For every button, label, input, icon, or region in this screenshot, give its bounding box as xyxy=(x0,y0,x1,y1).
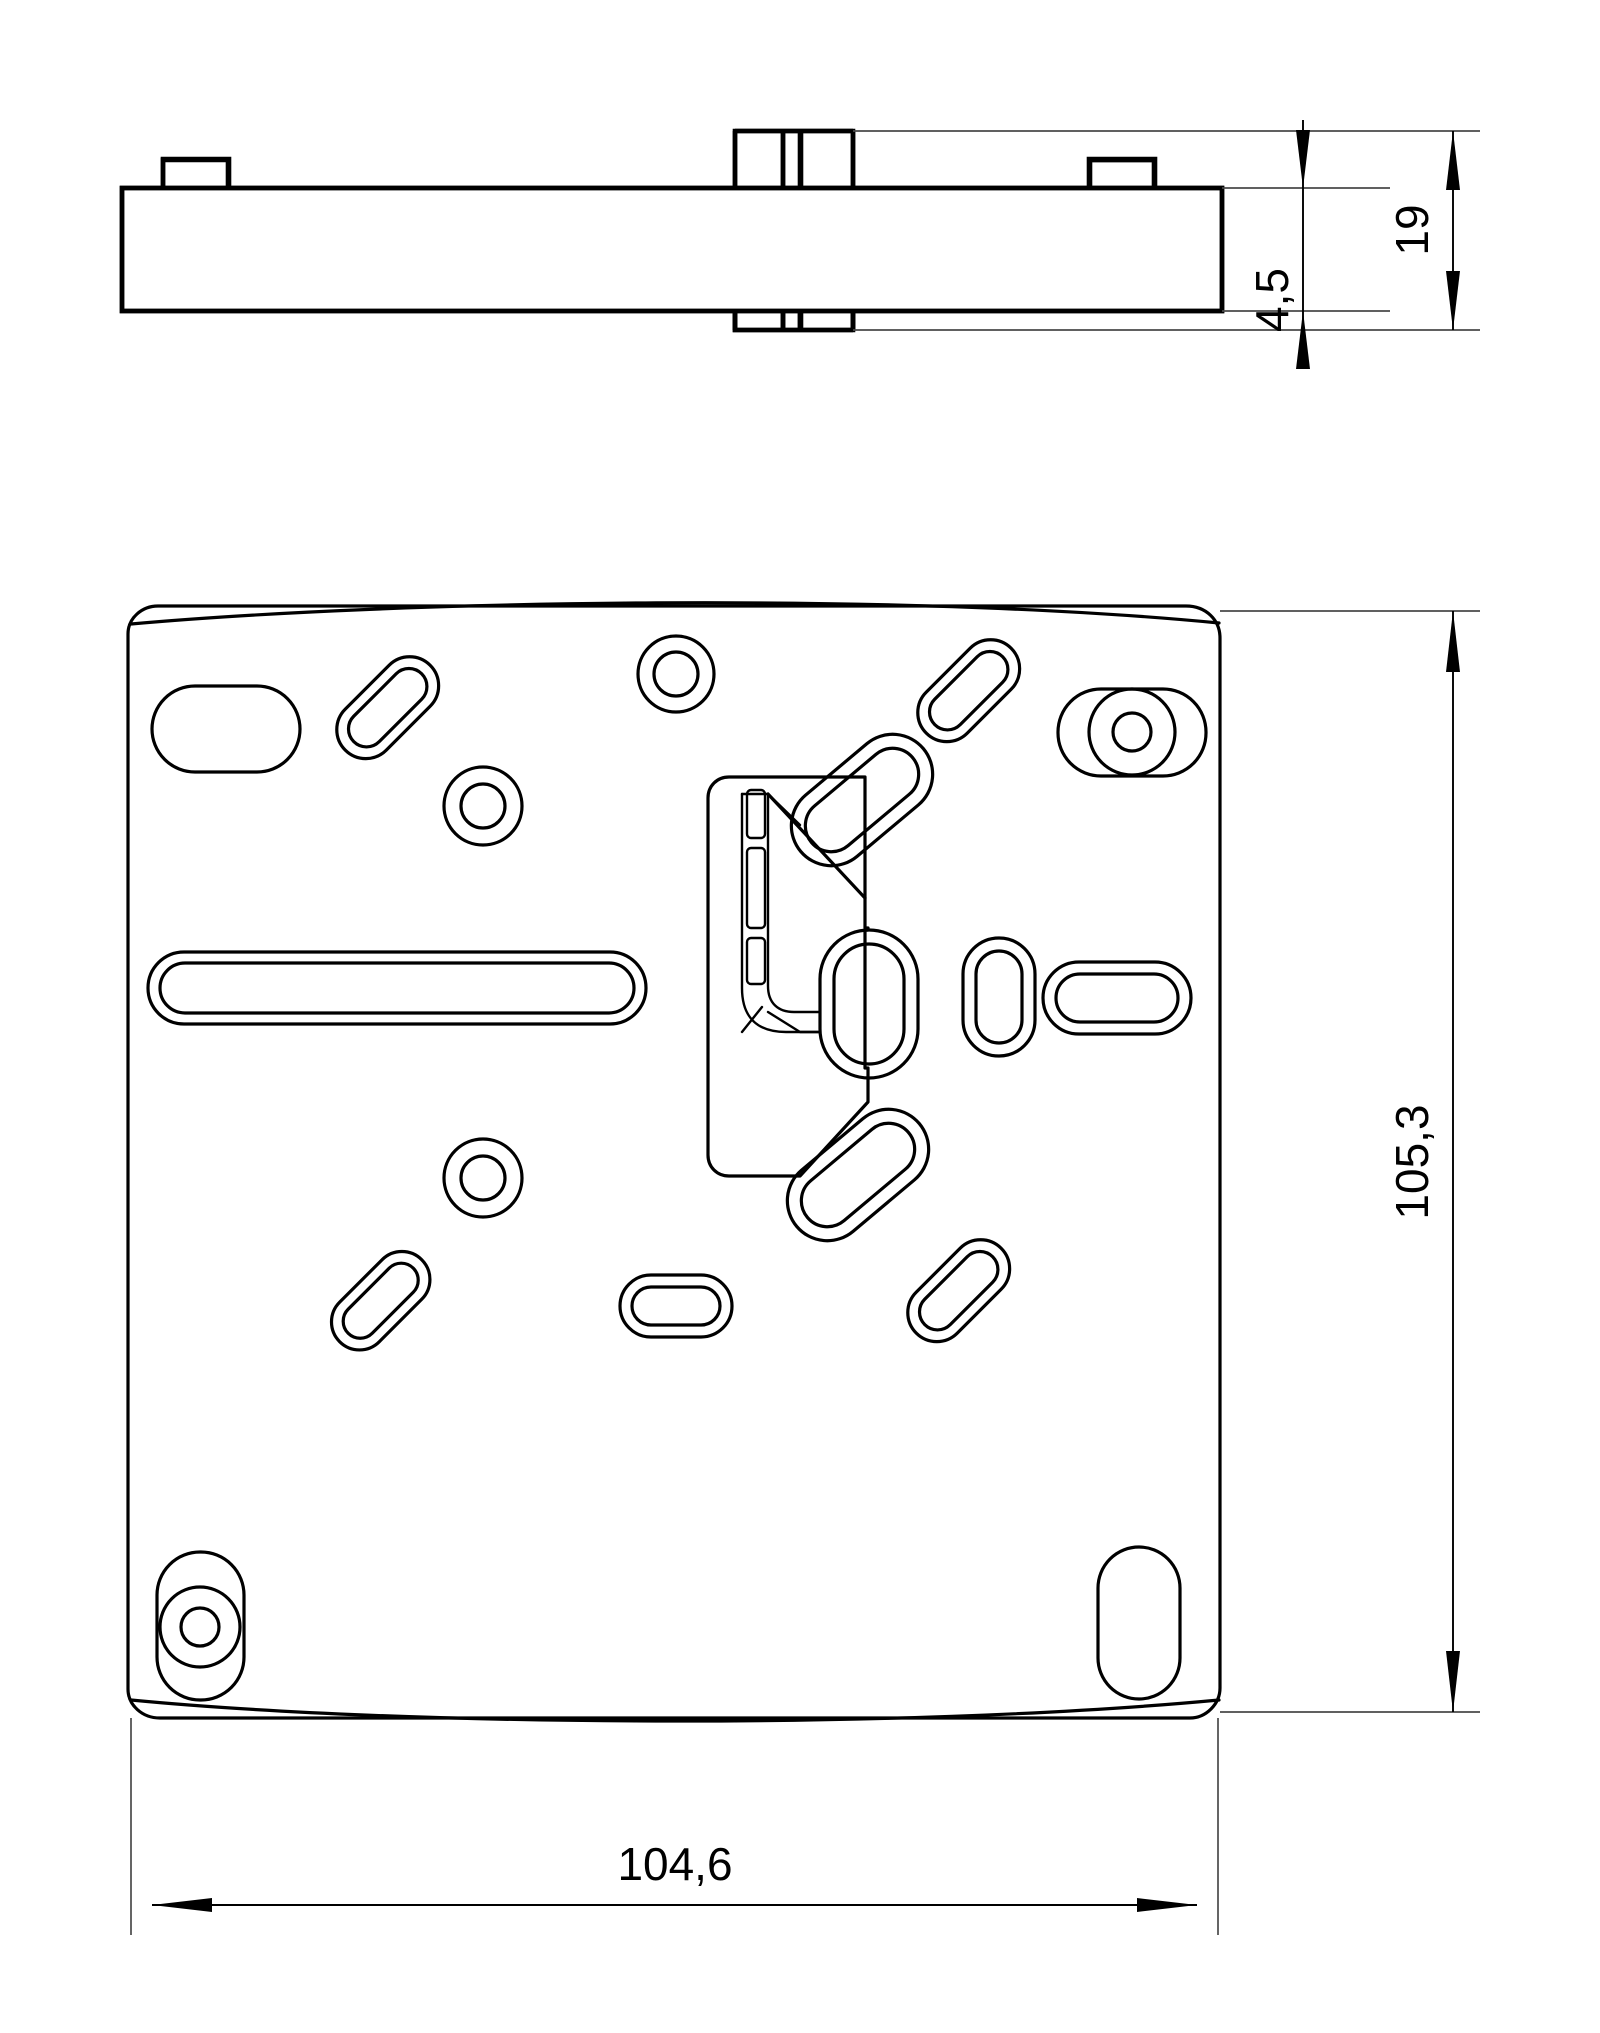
dim-1046-text: 104,6 xyxy=(617,1838,732,1890)
slot-inner xyxy=(917,1249,1000,1332)
circular-boss-lower-left xyxy=(442,1137,524,1219)
slot-inner xyxy=(630,1285,722,1327)
slot-outer xyxy=(329,1249,432,1352)
dim-19-arrow-bottom xyxy=(1446,271,1460,330)
bracket-rib-inner xyxy=(766,792,822,1014)
fin-legs xyxy=(732,311,853,333)
slot-inner xyxy=(1054,972,1180,1024)
slot-outer xyxy=(618,1273,734,1339)
dim-1053-arrow-top xyxy=(1446,611,1460,672)
bracket-body xyxy=(706,775,870,1178)
boss-outer xyxy=(442,1137,524,1219)
slot-inner xyxy=(927,649,1010,732)
central-vertical-fins-upper xyxy=(732,128,856,188)
fin-leg-outer xyxy=(732,311,853,333)
dim-19-text: 19 xyxy=(1386,204,1438,255)
boss-inner xyxy=(459,782,507,830)
upper-right-boss-pad xyxy=(1056,687,1208,778)
lower-right-corner-pad xyxy=(1096,1545,1182,1701)
bracket-lower-chamfer-2 xyxy=(740,1005,764,1034)
diagonal-oval-slot-upper-left xyxy=(335,655,441,761)
slot-inner xyxy=(341,1261,420,1340)
dim-45-arrow-top xyxy=(1296,130,1310,188)
fins-upper-shape xyxy=(732,128,856,188)
lower-left-corner-boss xyxy=(155,1550,246,1702)
lower-block-outline xyxy=(732,311,856,330)
slot-inner xyxy=(346,666,429,749)
diagonal-oval-slot-center-lower xyxy=(785,1107,931,1243)
central-slot-inner xyxy=(832,942,906,1066)
slot-outer xyxy=(961,936,1037,1058)
bracket-rib-outer xyxy=(740,792,822,1034)
central-slot-outer xyxy=(818,928,920,1080)
long-slot-outer xyxy=(146,950,648,1026)
slot-outer xyxy=(785,1107,931,1243)
long-horizontal-slot xyxy=(146,950,648,1026)
small-oval-slot-right xyxy=(961,936,1037,1058)
plate-bottom-bow xyxy=(129,1698,1221,1723)
slot-inner xyxy=(974,949,1024,1045)
slot-outer xyxy=(335,655,441,761)
lower-block-sides xyxy=(732,311,856,330)
lower-fin-box xyxy=(732,311,856,330)
slot-outer xyxy=(916,638,1022,744)
bracket-lower-chamfer xyxy=(766,1010,822,1034)
diagonal-oval-slot-upper-right xyxy=(916,638,1022,744)
side-elevation-view xyxy=(119,128,1225,333)
slot-outer xyxy=(906,1238,1012,1344)
plan-view-dimensions: 105,3 104,6 xyxy=(130,610,1480,1935)
right-raised-tab xyxy=(1087,157,1157,188)
upper-left-rounded-slot xyxy=(150,684,302,774)
rib-slot-1 xyxy=(745,788,767,840)
pad-circle-inner xyxy=(1111,711,1153,753)
bracket-upper-arm xyxy=(766,792,867,900)
slot-inner xyxy=(799,1121,917,1229)
dim-1053-arrow-bottom xyxy=(1446,1651,1460,1712)
plate-rect xyxy=(119,185,1225,314)
left-tab-shape xyxy=(160,156,232,188)
pad-circle-outer xyxy=(1087,687,1177,777)
horizontal-oval-slot-right xyxy=(1041,960,1193,1036)
boss-circle-outer xyxy=(158,1585,242,1669)
slot-outer xyxy=(789,732,935,868)
dim-19-arrow-top xyxy=(1446,131,1460,190)
slot-outer xyxy=(1041,960,1193,1036)
long-slot-inner xyxy=(158,961,636,1015)
horizontal-oval-slot-bottom-center xyxy=(618,1273,734,1339)
boss-circle-inner xyxy=(179,1606,221,1648)
left-raised-tab xyxy=(160,157,231,188)
central-oval-slot xyxy=(818,928,920,1080)
dim-1046-arrow-left xyxy=(152,1898,212,1912)
diagonal-oval-slot-lower-left xyxy=(329,1249,432,1352)
rib-slot-2 xyxy=(745,846,767,930)
plate-outline xyxy=(126,604,1222,1720)
dim-1046-arrow-right xyxy=(1137,1898,1197,1912)
dim-45-text: 4,5 xyxy=(1246,268,1298,332)
pad-outline xyxy=(1056,687,1208,778)
side-view-dimensions: 4,5 19 xyxy=(853,120,1480,369)
side-view-geometry xyxy=(119,128,1225,333)
boss-outer xyxy=(442,765,524,847)
plate-top-bow xyxy=(129,601,1221,626)
diagonal-oval-slot-center-upper xyxy=(789,732,935,868)
plate-body-outline xyxy=(119,185,1225,314)
dim-45-arrow-bottom xyxy=(1296,311,1310,369)
central-bracket xyxy=(706,775,870,1178)
boss-outer xyxy=(636,634,716,714)
circular-boss-left-upper xyxy=(442,765,524,847)
right-tab-shape xyxy=(1086,156,1158,188)
dim-1053-text: 105,3 xyxy=(1386,1104,1438,1219)
boss-pad xyxy=(155,1550,246,1702)
diagonal-oval-slot-lower-right xyxy=(906,1238,1012,1344)
rib-slot-3 xyxy=(745,936,767,986)
plan-top-view xyxy=(126,601,1222,1723)
boss-inner xyxy=(652,650,700,698)
boss-inner xyxy=(459,1154,507,1202)
central-vertical-fins-lower xyxy=(732,311,856,330)
circular-boss-upper-center-left xyxy=(636,634,716,714)
fins-lower-shape xyxy=(732,311,856,333)
